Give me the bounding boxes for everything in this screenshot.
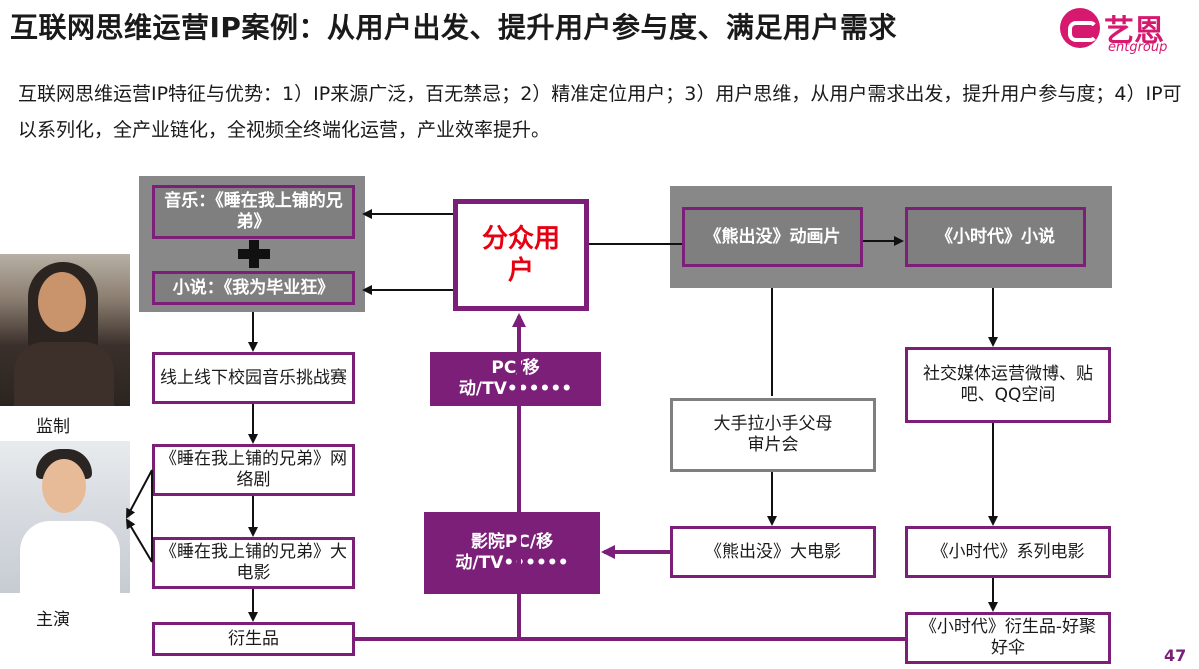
supervisor-label: 监制 xyxy=(36,417,70,437)
parent-child-node: 大手拉小手父母审片会 xyxy=(670,398,876,472)
logo-chinese: 艺恩 xyxy=(1104,14,1164,49)
page-title: 互联网思维运营IP案例：从用户出发、提升用户参与度、满足用户需求 xyxy=(10,11,897,44)
pc-mobile-tv-node: PC/移动/TV•••••• xyxy=(430,352,601,406)
tiny-times-novel-node: 《小时代》小说 xyxy=(905,207,1086,267)
novel-node: 小说：《我为毕业狂》 xyxy=(152,271,355,305)
logo-english: entgroup xyxy=(1108,40,1168,55)
plus-icon xyxy=(238,240,270,268)
cinema-node: 影院PC/移动/TV•••••• xyxy=(424,512,600,594)
logo-mark-icon xyxy=(1060,8,1100,48)
description-text: 互联网思维运营IP特征与优势：1）IP来源广泛，百无禁忌；2）精准定位用户；3）… xyxy=(18,83,1182,141)
web-series-node: 《睡在我上铺的兄弟》网络剧 xyxy=(152,444,355,496)
entgroup-logo: 艺恩 entgroup xyxy=(1060,6,1190,56)
niche-users-node: 分众用户 xyxy=(453,199,589,311)
lead-actor-photo xyxy=(0,441,130,593)
merch-node: 衍生品 xyxy=(152,622,355,656)
tiny-times-merch-node: 《小时代》衍生品-好聚好伞 xyxy=(905,612,1111,664)
page-number: 47 xyxy=(1164,646,1187,665)
movie-node: 《睡在我上铺的兄弟》大电影 xyxy=(152,537,355,589)
campus-challenge-node: 线上线下校园音乐挑战赛 xyxy=(152,352,355,404)
lead-actor-label: 主演 xyxy=(36,610,70,630)
music-node: 音乐：《睡在我上铺的兄弟》 xyxy=(152,185,355,239)
bear-cartoon-node: 《熊出没》动画片 xyxy=(682,207,863,267)
arrow-movie-to-actor xyxy=(125,518,153,563)
bear-movie-node: 《熊出没》大电影 xyxy=(670,526,876,578)
tiny-times-movie-node: 《小时代》系列电影 xyxy=(905,526,1111,578)
supervisor-photo xyxy=(0,254,130,406)
arrow-webseries-to-actor xyxy=(126,469,153,519)
social-media-node: 社交媒体运营微博、贴吧、QQ空间 xyxy=(905,347,1111,423)
